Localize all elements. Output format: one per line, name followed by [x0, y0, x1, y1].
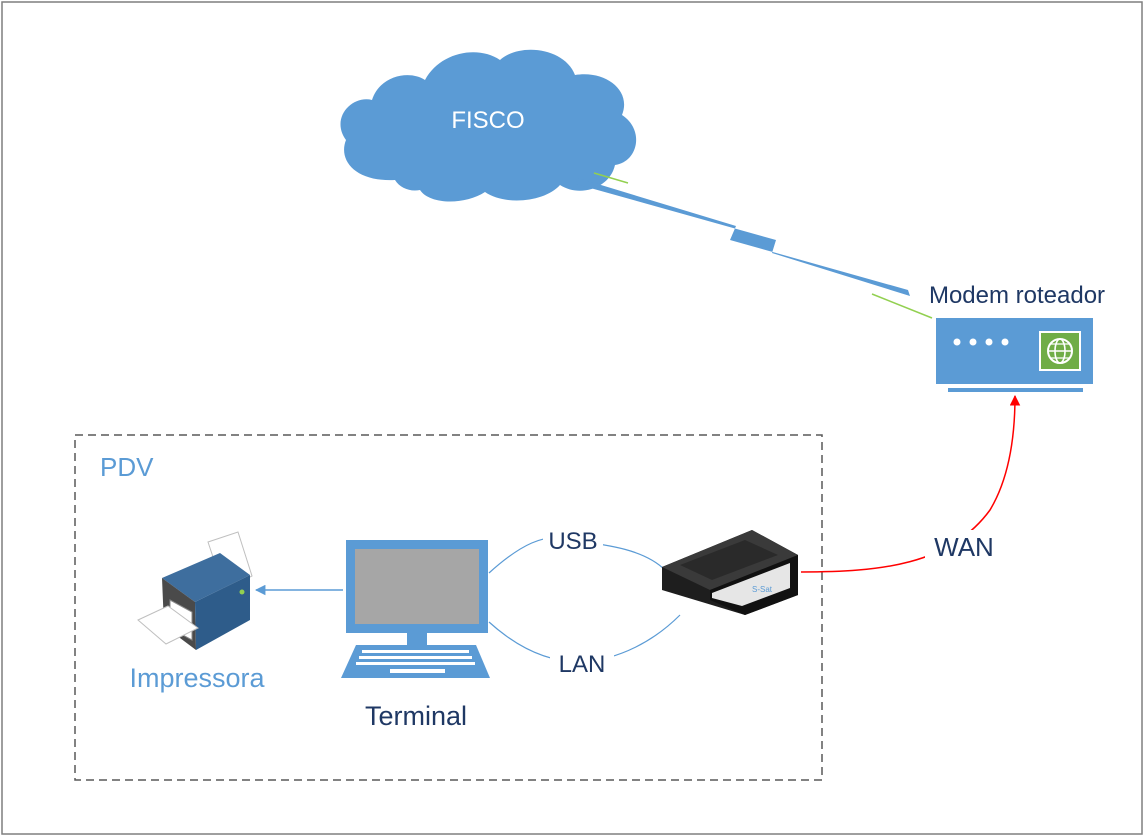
- wan-connection-line: [800, 394, 1021, 573]
- terminal-label: Terminal: [365, 701, 467, 731]
- pdv-group: PDV: [74, 434, 823, 781]
- sat-device-icon: S-Sat: [662, 530, 798, 615]
- lightning-bolt-icon: [576, 178, 910, 296]
- modem-led-dots: [953, 338, 1009, 346]
- link-connector-top: [593, 172, 629, 184]
- printer-node: Impressora: [129, 531, 266, 693]
- wireless-link: [576, 172, 933, 319]
- cloud-icon: [340, 49, 637, 202]
- terminal-node: Terminal: [341, 540, 490, 731]
- modem-node: Modem roteador: [929, 282, 1105, 392]
- sat-device-node: S-Sat: [662, 530, 798, 615]
- computer-icon: [341, 540, 490, 678]
- modem-label: Modem roteador: [929, 282, 1105, 309]
- keyboard-keys: [356, 650, 475, 673]
- wan-label: WAN: [934, 532, 994, 562]
- printer-icon: [137, 531, 253, 650]
- cloud-label: FISCO: [451, 107, 524, 134]
- printer-label: Impressora: [129, 663, 265, 693]
- link-connector-bottom: [871, 293, 933, 319]
- svg-text:S-Sat: S-Sat: [752, 585, 773, 594]
- usb-label-bg: [543, 525, 603, 555]
- cloud-node: FISCO: [340, 49, 637, 202]
- pdv-group-label: PDV: [100, 452, 154, 482]
- usb-label: USB: [548, 528, 597, 555]
- modem-base: [948, 388, 1083, 392]
- globe-icon: [1039, 331, 1081, 371]
- wan-label-bg: [925, 530, 1003, 564]
- lan-label-bg: [550, 648, 614, 678]
- lan-label: LAN: [559, 651, 606, 678]
